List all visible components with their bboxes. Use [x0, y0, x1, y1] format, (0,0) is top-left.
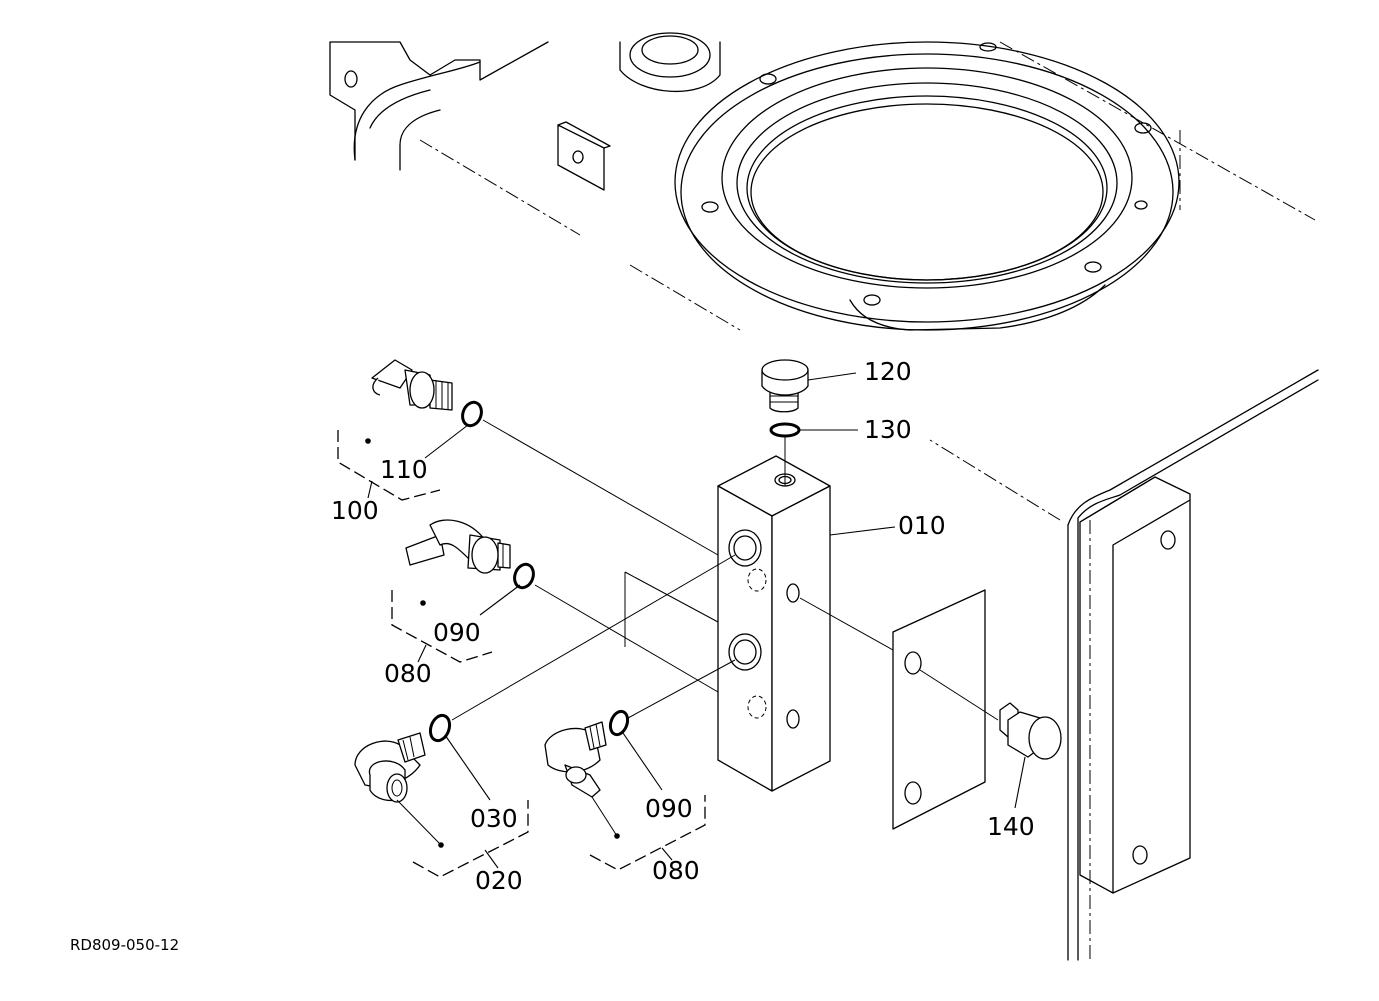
drawing-code: RD809-050-12 — [70, 936, 179, 954]
o-ring-090-upper — [513, 562, 535, 590]
group-brackets — [337, 430, 706, 878]
plug-120 — [761, 359, 809, 413]
mounting-plate — [892, 589, 986, 830]
o-ring-090-lower — [608, 709, 630, 737]
label-100: 100 — [331, 496, 379, 525]
label-110: 110 — [380, 455, 428, 484]
label-130: 130 — [864, 415, 912, 444]
fitting-090-lower — [544, 721, 607, 798]
fitting-030 — [354, 732, 426, 803]
label-120: 120 — [864, 357, 912, 386]
reference-markers — [365, 438, 620, 848]
label-140: 140 — [987, 812, 1035, 841]
o-ring-030 — [428, 713, 452, 743]
label-080-upper: 080 — [384, 659, 432, 688]
fitting-090-upper — [405, 519, 511, 574]
part-labels: 120 130 010 110 100 090 080 030 020 090 … — [331, 357, 1035, 895]
label-010: 010 — [898, 511, 946, 540]
label-020: 020 — [475, 866, 523, 895]
plug-140 — [999, 702, 1062, 760]
label-090-upper: 090 — [433, 618, 481, 647]
assembly-lines — [451, 419, 999, 721]
label-030: 030 — [470, 804, 518, 833]
flange-bolt-holes — [701, 73, 1152, 306]
frame-housing — [329, 32, 1319, 961]
label-080-lower: 080 — [652, 856, 700, 885]
label-090-lower: 090 — [645, 794, 693, 823]
o-ring-130 — [769, 422, 801, 438]
o-ring-110 — [461, 400, 483, 428]
leader-lines — [367, 372, 1026, 869]
manifold-block-010 — [624, 455, 831, 792]
fitting-110 — [371, 359, 453, 411]
